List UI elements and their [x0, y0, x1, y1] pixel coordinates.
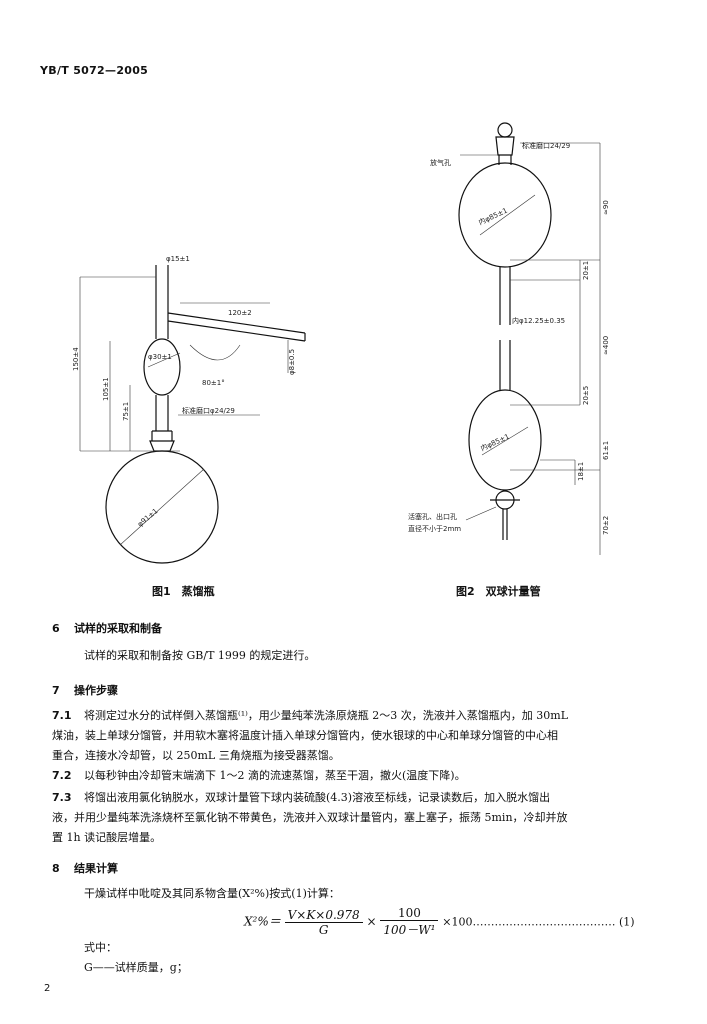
page-number: 2 — [44, 983, 51, 994]
figure1-caption: 图1 蒸馏瓶 — [152, 585, 215, 598]
clause-7-3-line3: 置 1h 读记酸层增量。 — [52, 831, 162, 844]
formula-tail: ×100………………………………… (1) — [442, 915, 635, 929]
fig1-neck-dia-label: φ15±1 — [166, 255, 190, 263]
fig2-d18-label: 18±1 — [577, 462, 585, 481]
formula-den2: 100－W¹ — [383, 923, 436, 937]
fig1-side-dia-label: φ8±0.5 — [288, 349, 296, 375]
section-8-heading: 8 结果计算 — [52, 860, 118, 876]
section-8-title: 结果计算 — [74, 862, 118, 875]
clause-7-3-number: 7.3 — [52, 791, 72, 804]
formula-num1: V×K×0.978 — [284, 908, 363, 923]
section-6-text: 试样的采取和制备按 GB/T 1999 的规定进行。 — [84, 649, 316, 662]
figure-distillation-flask: φ15±1 120±2 φ30±1 80±1° φ8±0.5 标准磨口φ24/2… — [70, 245, 350, 575]
fig2-tube-dia-label: 内φ12.25±0.35 — [512, 316, 565, 325]
formula-lhs: X²%＝ — [244, 914, 281, 929]
clause-7-3: 7.3 将馏出液用氯化钠脱水，双球计量管下球内装硫酸(4.3)溶液至标线，记录读数… — [52, 788, 672, 848]
fig2-d61-label: 61±1 — [602, 441, 610, 460]
variable-g-definition: G——试样质量，g； — [84, 961, 188, 974]
distillation-flask-drawing: φ15±1 120±2 φ30±1 80±1° φ8±0.5 标准磨口φ24/2… — [72, 255, 306, 564]
fig2-d90-label: ≈90 — [602, 200, 610, 215]
fig2-upper-bulb-label: 内φ85±1 — [477, 206, 509, 227]
fig2-stopcock2-label: 直径不小于2mm — [408, 524, 461, 533]
section-7-title: 操作步骤 — [74, 684, 118, 697]
clause-7-3-line1: 将馏出液用氯化钠脱水，双球计量管下球内装硫酸(4.3)溶液至标线，记录读数后，加… — [84, 791, 551, 804]
fig1-bulb-dia-label: φ30±1 — [148, 353, 172, 361]
section-8-text: 干燥试样中吡啶及其同系物含量(X²%)按式(1)计算： — [84, 887, 340, 900]
fig2-d400-label: ≈400 — [602, 336, 610, 355]
fig2-joint-label: 标准磨口24/29 — [522, 141, 570, 150]
clause-7-1-number: 7.1 — [52, 709, 72, 722]
section-7-heading: 7 操作步骤 — [52, 682, 118, 698]
fig2-vent-label: 放气孔 — [430, 158, 451, 167]
fig2-d70-label: 70±2 — [602, 516, 610, 535]
formula-fraction-1: V×K×0.978 G — [284, 908, 363, 937]
clause-7-1: 7.1 将测定过水分的试样倒入蒸馏瓶⁽¹⁾，用少量纯苯洗涤原烧瓶 2～3 次，洗液… — [52, 706, 672, 766]
section-6-heading: 6 试样的采取和制备 — [52, 620, 162, 636]
section-6-number: 6 — [52, 622, 60, 635]
standard-number-header: YB/T 5072—2005 — [40, 64, 149, 77]
figure-double-bulb-tube: 标准磨口24/29 放气孔 内φ85±1 内φ12.25±0.35 内φ85±1… — [400, 115, 650, 565]
fig1-flask-dia-label: φ91±1 — [136, 507, 159, 528]
section-6-title: 试样的采取和制备 — [74, 622, 162, 635]
fig1-side-len-label: 120±2 — [228, 309, 252, 317]
fig1-h75-label: 75±1 — [122, 402, 130, 421]
formula-times: × — [366, 914, 377, 929]
figure2-caption: 图2 双球计量管 — [456, 585, 541, 598]
fig2-lower-bulb-label: 内φ85±1 — [479, 432, 511, 453]
section-8-number: 8 — [52, 862, 60, 875]
formula-fraction-2: 100 100－W¹ — [380, 906, 439, 938]
fig2-d20b-label: 20±5 — [582, 386, 590, 405]
fig2-stopcock-label: 活塞孔、出口孔 — [408, 512, 457, 521]
clause-7-2-number: 7.2 — [52, 769, 72, 782]
formula-num2: 100 — [380, 906, 439, 921]
fig1-h105-label: 105±1 — [102, 377, 110, 401]
double-bulb-tube-drawing: 标准磨口24/29 放气孔 内φ85±1 内φ12.25±0.35 内φ85±1… — [408, 122, 610, 555]
clause-7-1-line3: 重合，连接水冷却管，以 250mL 三角烧瓶为接受器蒸馏。 — [52, 749, 340, 762]
fig2-d20a-label: 20±1 — [582, 261, 590, 280]
formula-den1: G — [318, 922, 329, 937]
fig1-joint-label: 标准磨口φ24/29 — [182, 406, 235, 415]
clause-7-3-line2: 液，并用少量纯苯洗涤烧杯至氯化钠不带黄色，洗液并入双球计量管内，塞上塞子，振荡 … — [52, 811, 568, 824]
clause-7-1-line2: 煤油，装上单球分馏管，并用软木塞将温度计插入单球分馏管内，使水银球的中心和单球分… — [52, 729, 558, 742]
fig1-h150-label: 150±4 — [72, 347, 80, 371]
clause-7-1-line1: 将测定过水分的试样倒入蒸馏瓶⁽¹⁾，用少量纯苯洗涤原烧瓶 2～3 次，洗液并入蒸… — [84, 709, 569, 722]
section-7-number: 7 — [52, 684, 60, 697]
clause-7-2-line1: 以每秒钟由冷却管末端滴下 1～2 滴的流速蒸馏，蒸至干涸，撤火(温度下降)。 — [84, 769, 466, 782]
fig1-angle-label: 80±1° — [202, 379, 225, 387]
clause-7-2: 7.2 以每秒钟由冷却管末端滴下 1～2 滴的流速蒸馏，蒸至干涸，撤火(温度下降)… — [52, 766, 672, 786]
formula-1: X²%＝ V×K×0.978 G × 100 100－W¹ ×100………………… — [244, 906, 635, 938]
where-label: 式中： — [84, 941, 117, 954]
